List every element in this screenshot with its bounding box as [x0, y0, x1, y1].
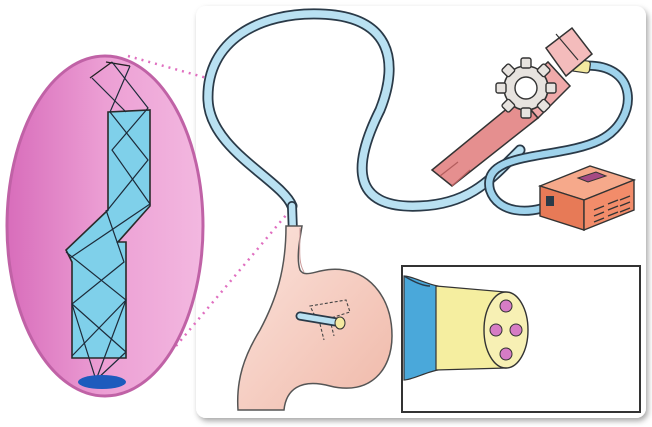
endoscope-tip-closeup	[402, 266, 640, 412]
fibre-optic-zoom	[7, 56, 203, 396]
gear-knob-icon	[496, 58, 556, 118]
